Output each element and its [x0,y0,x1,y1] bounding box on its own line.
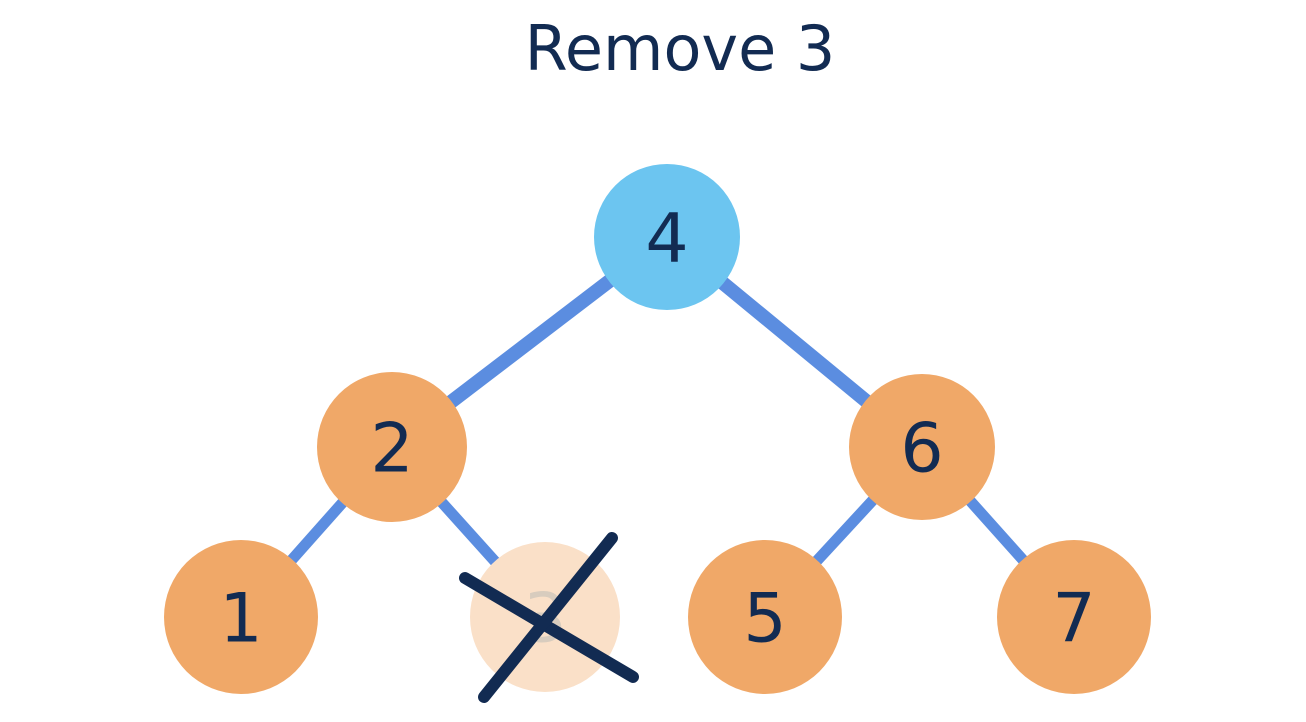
node-circle-4 [594,164,740,310]
node-circle-7 [997,540,1151,694]
node-label-1: 1 [219,580,262,659]
node-circle-5 [688,540,842,694]
cross-out-stroke-2 [478,532,618,703]
page-title: Remove 3 [525,12,836,85]
node-label-7: 7 [1052,580,1095,659]
tree-node-5[interactable]: 5 [688,540,842,694]
node-label-4: 4 [645,200,688,279]
tree-node-6[interactable]: 6 [849,374,995,520]
node-circle-1 [164,540,318,694]
cross-out-stroke-1 [459,572,639,683]
tree-node-4[interactable]: 4 [594,164,740,310]
tree-node-1[interactable]: 1 [164,540,318,694]
node-label-6: 6 [900,410,943,489]
tree-node-7[interactable]: 7 [997,540,1151,694]
node-label-2: 2 [370,410,413,489]
tree-node-2[interactable]: 2 [317,372,467,522]
node-circle-6 [849,374,995,520]
node-circle-2 [317,372,467,522]
node-label-5: 5 [743,580,786,659]
cross-out-annotation-group [459,532,639,703]
